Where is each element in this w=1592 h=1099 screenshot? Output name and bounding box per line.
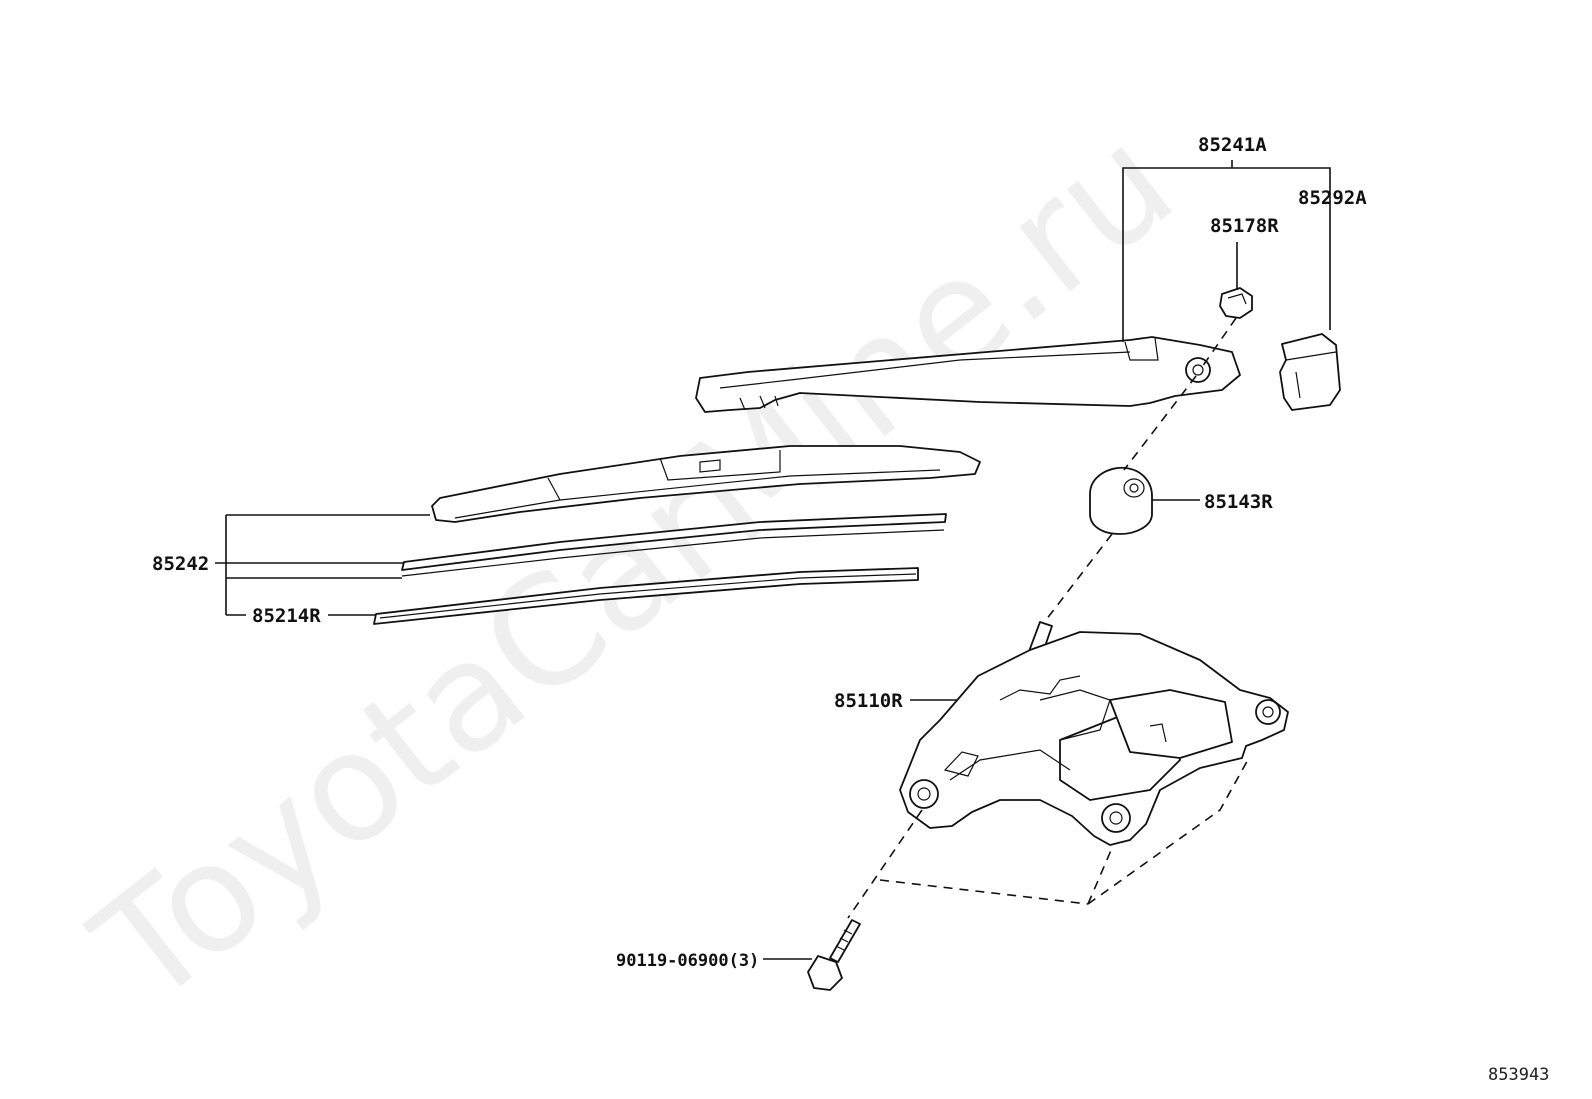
- label-arm-cap: 85292A: [1298, 187, 1367, 209]
- alignment-line-bolt: [847, 809, 923, 919]
- diagram-code: 853943: [1488, 1065, 1549, 1085]
- alignment-line-mount-b: [1087, 847, 1113, 905]
- label-bolt: 90119-06900(3): [616, 951, 759, 971]
- label-wiper-motor: 85110R: [834, 690, 903, 712]
- label-blade-assy: 85242: [152, 553, 209, 575]
- watermark: ToyotaCarMine.ru: [64, 94, 1205, 1038]
- label-blade-rubber: 85214R: [252, 605, 321, 627]
- blade-rubber: [373, 567, 919, 625]
- alignment-line-mount-c: [1087, 755, 1251, 905]
- label-arm-assy: 85241A: [1198, 134, 1267, 156]
- alignment-line-pivot: [1045, 317, 1237, 621]
- wiper-blade: [431, 445, 981, 523]
- wiper-motor: [899, 621, 1289, 846]
- arm-nut: [1219, 287, 1253, 319]
- leader-lines: [215, 160, 1331, 960]
- arm-cap: [1279, 333, 1341, 411]
- label-pivot-cap: 85143R: [1204, 491, 1273, 513]
- label-arm-nut: 85178R: [1210, 215, 1279, 237]
- pivot-cap: [1089, 466, 1153, 535]
- mounting-bolt: [807, 919, 861, 991]
- alignment-line-mount-a: [879, 879, 1089, 905]
- blade-strip: [401, 513, 947, 577]
